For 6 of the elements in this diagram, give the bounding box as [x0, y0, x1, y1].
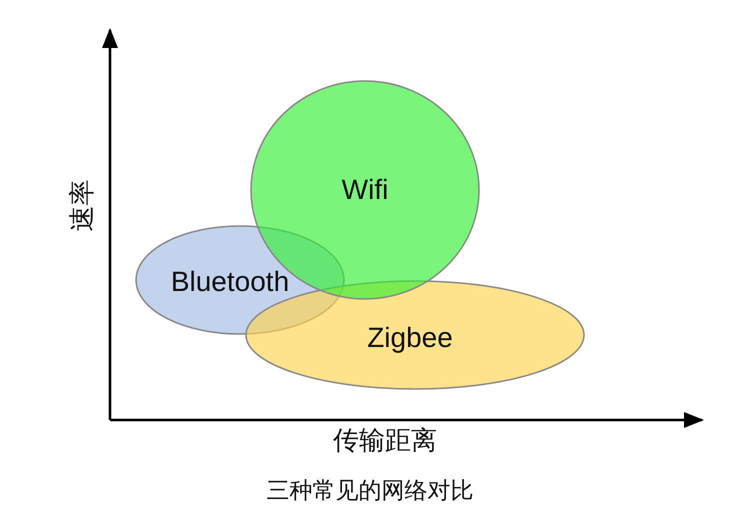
region-label: Zigbee [367, 322, 453, 354]
x-axis-title: 传输距离 [333, 424, 437, 458]
region-label: Bluetooth [170, 266, 290, 298]
y-axis-title: 速率 [66, 179, 98, 231]
region-label: Wifi [342, 174, 388, 206]
caption: 三种常见的网络对比 [266, 476, 474, 506]
